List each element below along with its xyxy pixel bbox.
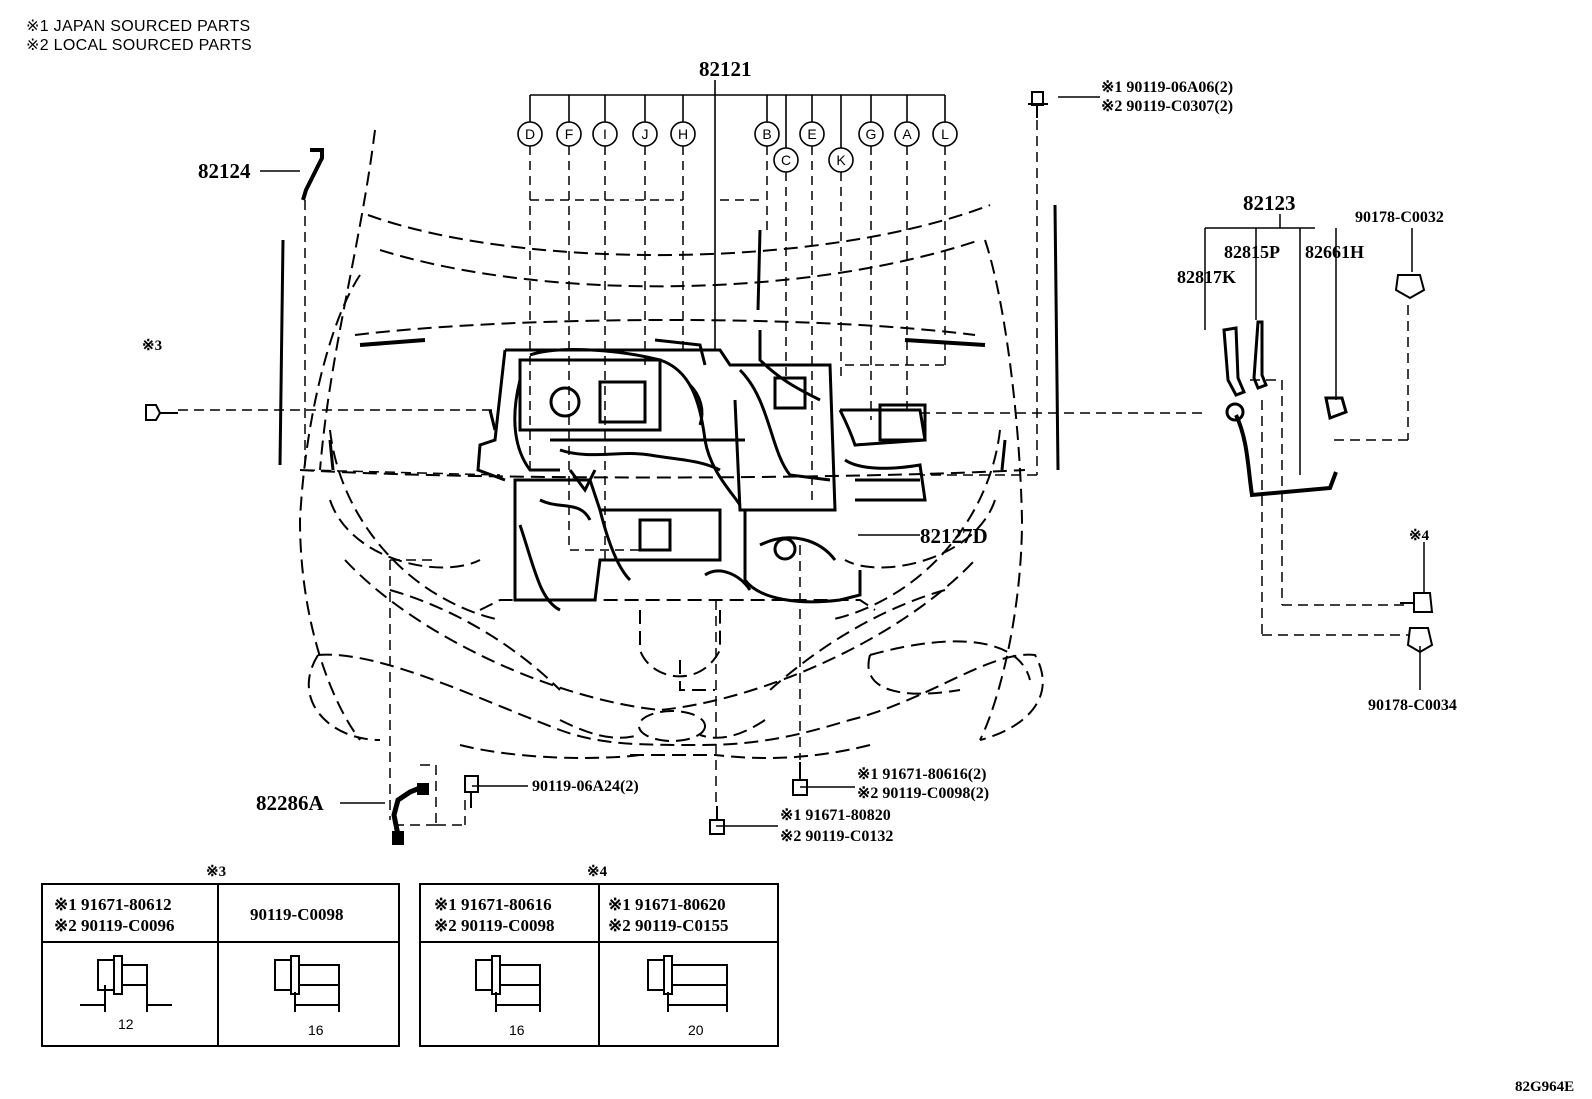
part-82286A: 82286A [256, 791, 325, 815]
connector-I: I [603, 126, 607, 142]
table3-dim1: 12 [118, 1016, 134, 1032]
bolt-low-japan: ※1 91671-80820 [780, 807, 891, 824]
table-4-frame [419, 883, 779, 1047]
table4-dim1: 16 [509, 1022, 525, 1038]
table4-col1-line1: ※1 91671-80616 [434, 895, 552, 914]
connector-F: F [565, 126, 574, 142]
table4-col2-line2: ※2 90119-C0155 [608, 916, 729, 935]
connector-A: A [902, 126, 912, 142]
table3-dim2: 16 [308, 1022, 324, 1038]
vehicle-outline [298, 129, 1044, 759]
part-82817K: 82817K [1177, 267, 1236, 287]
connector-H: H [678, 126, 688, 142]
ref-4-marker: ※4 [1409, 528, 1430, 544]
table3-col1-line1: ※1 91671-80612 [54, 895, 172, 914]
connector-B: B [762, 126, 771, 142]
note-local: ※2 LOCAL SOURCED PARTS [26, 37, 252, 54]
part-82127D: 82127D [920, 524, 988, 548]
bolt-mid-local: ※2 90119-C0098(2) [857, 785, 989, 802]
part-82124: 82124 [198, 159, 251, 183]
part-82123: 82123 [1243, 191, 1296, 215]
bolt-drawings [80, 955, 728, 1012]
bolt-mid-japan: ※1 91671-80616(2) [857, 766, 986, 783]
table4-col1-line2: ※2 90119-C0098 [434, 916, 555, 935]
connector-D: D [525, 126, 535, 142]
table3-title: ※3 [206, 864, 226, 880]
connector-L: L [941, 126, 949, 142]
bolt-90119-06A24: 90119-06A24(2) [532, 778, 639, 795]
ref-3-marker: ※3 [142, 338, 162, 354]
connector-leaders [529, 146, 946, 560]
table4-col2-line1: ※1 91671-80620 [608, 895, 726, 914]
label-leaders [260, 96, 1425, 827]
connector-C: C [781, 152, 791, 168]
connector-E: E [807, 126, 816, 142]
table-3-frame [41, 883, 400, 1047]
connector-G: G [866, 126, 877, 142]
table3-col2: 90119-C0098 [250, 905, 344, 924]
connector-J: J [642, 126, 649, 142]
table4-title: ※4 [587, 864, 608, 880]
part-82661H: 82661H [1305, 242, 1364, 262]
engine-harness [476, 229, 927, 612]
part-leaders [178, 120, 1410, 826]
part-82815P: 82815P [1224, 242, 1280, 262]
bolt-top-japan: ※1 90119-06A06(2) [1101, 79, 1233, 96]
text-labels: ※1 JAPAN SOURCED PARTS ※2 LOCAL SOURCED … [26, 18, 1574, 1095]
bolt-top-local: ※2 90119-C0307(2) [1101, 98, 1233, 115]
part-90178-C0032: 90178-C0032 [1355, 209, 1444, 226]
fasteners [145, 91, 1434, 835]
part-82121: 82121 [699, 57, 752, 81]
connector-comb [517, 80, 958, 350]
table4-dim2: 20 [688, 1022, 704, 1038]
table3-col1-line2: ※2 90119-C0096 [54, 916, 175, 935]
note-japan: ※1 JAPAN SOURCED PARTS [26, 18, 251, 35]
connector-K: K [836, 152, 846, 168]
drawing-code: 82G964E [1515, 1079, 1574, 1095]
part-90178-C0034: 90178-C0034 [1368, 697, 1457, 714]
bolt-low-local: ※2 90119-C0132 [780, 828, 893, 845]
